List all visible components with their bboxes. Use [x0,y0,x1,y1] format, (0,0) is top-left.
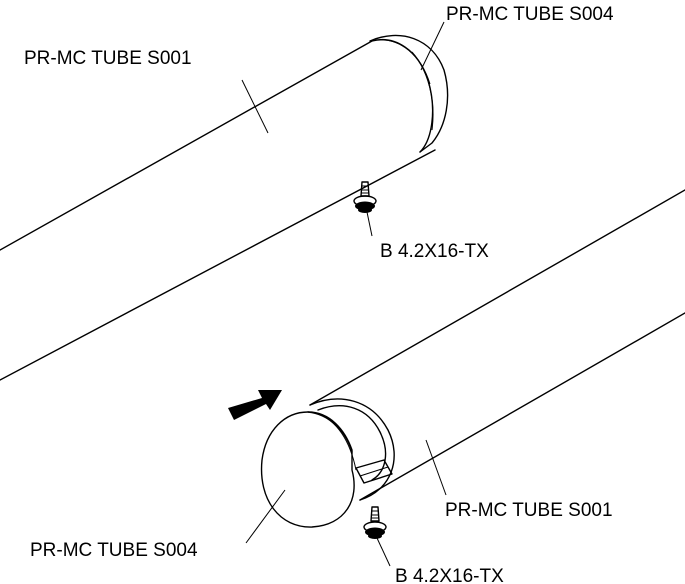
top-screw [353,181,377,213]
leader-bottom-cap [245,489,286,544]
leader-bottom-tube [425,439,447,496]
label-bottom-screw: B 4.2X16-TX [395,566,504,584]
leader-top-tube [241,79,269,134]
label-top-screw: B 4.2X16-TX [380,241,489,262]
leader-bottom-screw [376,537,391,567]
leader-top-screw [366,211,373,237]
label-top-cap: PR-MC TUBE S004 [446,4,614,25]
insert-arrow-icon [228,390,282,420]
top-cap [369,34,449,153]
label-bottom-tube: PR-MC TUBE S001 [445,500,613,521]
label-bottom-cap: PR-MC TUBE S004 [30,540,198,561]
bottom-cap [260,411,357,528]
bottom-tube [309,189,685,501]
leader-top-cap [420,21,445,71]
bottom-screw [363,506,387,539]
label-top-tube: PR-MC TUBE S001 [24,48,192,69]
